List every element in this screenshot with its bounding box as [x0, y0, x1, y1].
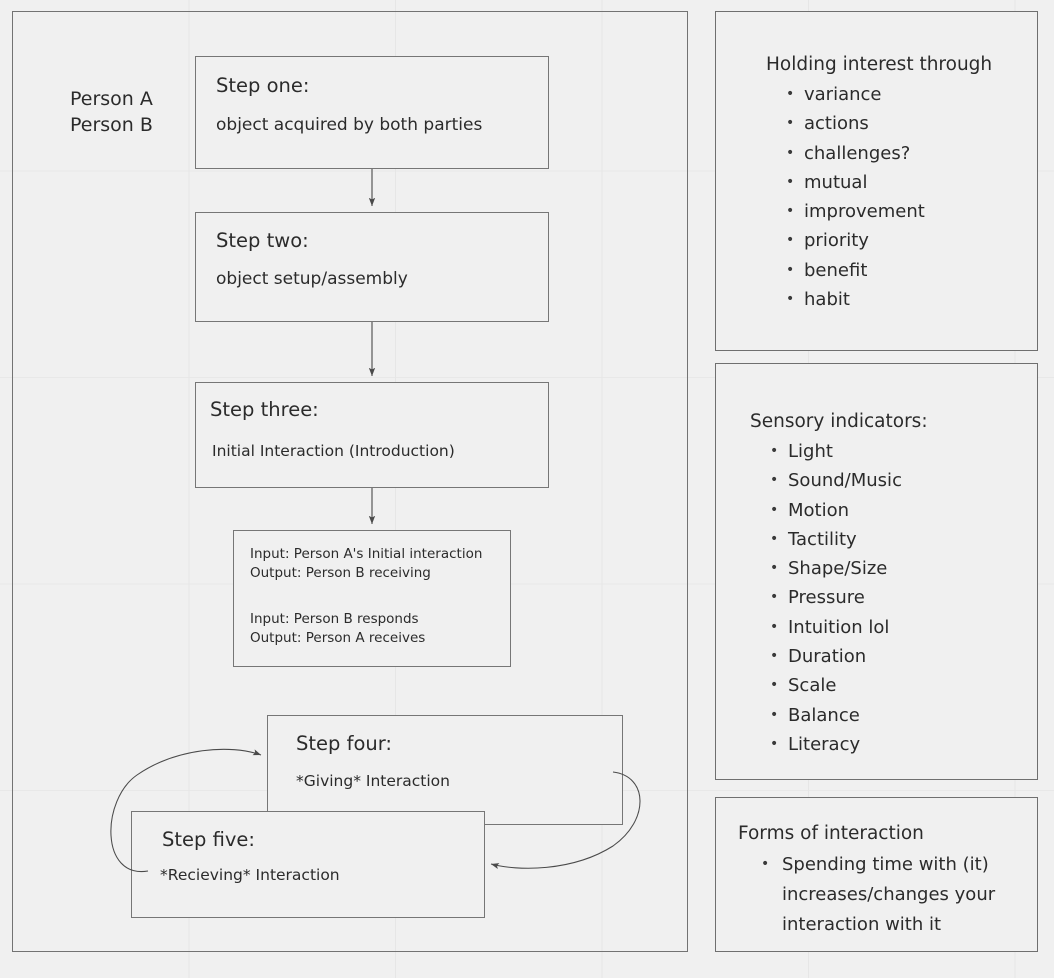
- panel-holding-interest[interactable]: [715, 11, 1038, 351]
- bullet-icon: •: [770, 648, 779, 665]
- list-item: •Literacy: [766, 730, 902, 759]
- bullet-icon: •: [786, 203, 795, 220]
- panel-holding-interest-list: •variance •actions •challenges? •mutual …: [782, 80, 925, 314]
- list-item: •Scale: [766, 671, 902, 700]
- io-line-3: Input: Person B responds: [250, 611, 419, 627]
- bullet-icon: •: [786, 232, 795, 249]
- list-item: •habit: [782, 285, 925, 314]
- bullet-icon: •: [770, 618, 779, 635]
- list-item: •Tactility: [766, 525, 902, 554]
- list-item: •benefit: [782, 256, 925, 285]
- list-item: •Shape/Size: [766, 554, 902, 583]
- step-two-title: Step two:: [216, 229, 309, 252]
- lane-label-person-b: Person B: [70, 114, 153, 136]
- bullet-icon: •: [770, 735, 779, 752]
- bullet-icon: •: [770, 443, 779, 459]
- io-line-2: Output: Person B receiving: [250, 565, 431, 581]
- step-one-body: object acquired by both parties: [216, 115, 483, 135]
- bullet-icon: •: [786, 173, 795, 190]
- bullet-icon: •: [786, 115, 795, 132]
- panel-forms-of-interaction[interactable]: [715, 797, 1038, 952]
- step-three-box[interactable]: [195, 382, 549, 488]
- bullet-icon: •: [786, 291, 795, 308]
- bullet-icon: •: [770, 530, 779, 547]
- io-box[interactable]: [233, 530, 511, 667]
- panel-holding-interest-heading: Holding interest through: [766, 54, 993, 75]
- panel-sensory-indicators-list: •Light •Sound/Music •Motion •Tactility •…: [766, 437, 902, 759]
- bullet-icon: •: [770, 677, 779, 694]
- panel-sensory-indicators-heading: Sensory indicators:: [750, 411, 928, 432]
- step-five-title: Step five:: [162, 828, 255, 851]
- lane-label-person-a: Person A: [70, 88, 153, 110]
- list-item: •Motion: [766, 496, 902, 525]
- step-three-title: Step three:: [210, 398, 319, 421]
- list-item: • Spending time with (it) increases/chan…: [755, 850, 1020, 940]
- list-item: •improvement: [782, 197, 925, 226]
- list-item: •Light: [766, 437, 902, 466]
- io-line-4: Output: Person A receives: [250, 630, 426, 646]
- list-item: •Balance: [766, 701, 902, 730]
- bullet-icon: •: [770, 706, 779, 723]
- bullet-icon: •: [761, 856, 770, 872]
- list-item: •Intuition lol: [766, 613, 902, 642]
- step-four-box[interactable]: [267, 715, 623, 825]
- flow-container: [12, 11, 688, 952]
- panel-forms-of-interaction-list: • Spending time with (it) increases/chan…: [755, 850, 1020, 940]
- list-item: •Duration: [766, 642, 902, 671]
- step-five-body: *Recieving* Interaction: [160, 866, 340, 884]
- list-item: •mutual: [782, 168, 925, 197]
- list-item: •priority: [782, 226, 925, 255]
- bullet-icon: •: [786, 261, 795, 278]
- bullet-icon: •: [786, 144, 795, 161]
- step-two-box[interactable]: [195, 212, 549, 322]
- list-item: •challenges?: [782, 139, 925, 168]
- list-item: •Sound/Music: [766, 466, 902, 495]
- bullet-icon: •: [770, 472, 779, 489]
- step-four-title: Step four:: [296, 732, 392, 755]
- panel-sensory-indicators[interactable]: [715, 363, 1038, 780]
- step-four-body: *Giving* Interaction: [296, 772, 450, 790]
- list-item: •variance: [782, 80, 925, 109]
- list-item: •actions: [782, 109, 925, 138]
- step-two-body: object setup/assembly: [216, 269, 408, 289]
- bullet-icon: •: [770, 501, 779, 518]
- io-line-1: Input: Person A's Initial interaction: [250, 546, 483, 562]
- bullet-icon: •: [770, 560, 779, 577]
- bullet-icon: •: [770, 589, 779, 606]
- bullet-icon: •: [786, 86, 795, 102]
- list-item: •Pressure: [766, 583, 902, 612]
- step-one-box[interactable]: [195, 56, 549, 169]
- step-three-body: Initial Interaction (Introduction): [212, 442, 455, 460]
- panel-forms-of-interaction-heading: Forms of interaction: [738, 823, 924, 844]
- step-one-title: Step one:: [216, 74, 310, 97]
